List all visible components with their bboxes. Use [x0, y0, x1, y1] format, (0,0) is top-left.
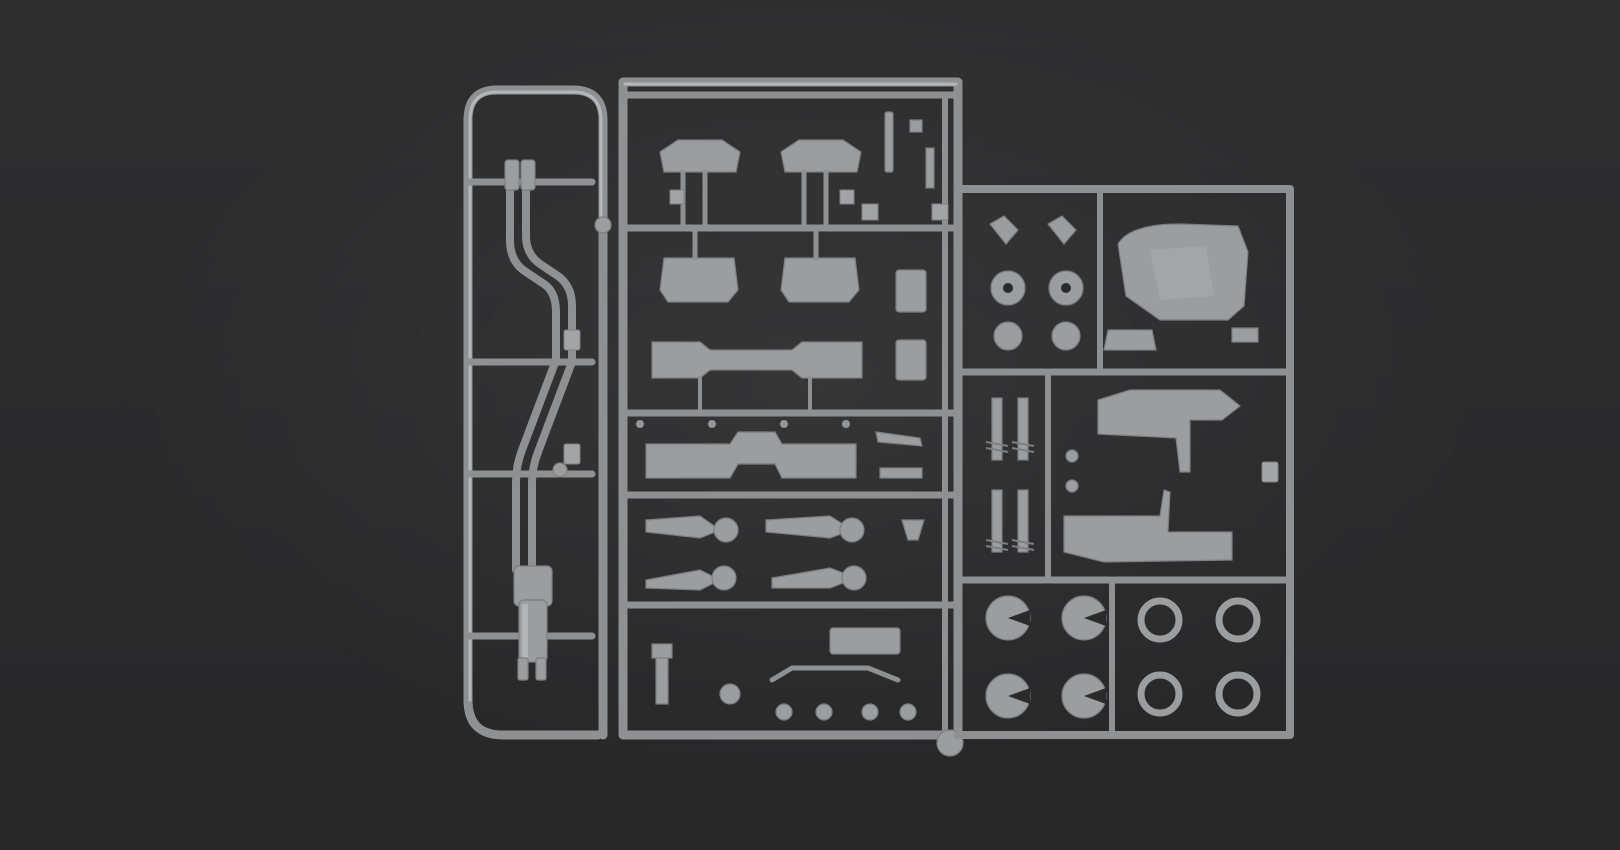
ring-parts: [1137, 597, 1261, 717]
seat-parts: [659, 139, 862, 303]
small-top-parts: [861, 111, 949, 221]
right-frame: [954, 185, 1294, 739]
row-4-parts: [645, 515, 925, 543]
row-3-parts: [636, 420, 923, 479]
hub-parts: [989, 215, 1084, 351]
spring-parts: [985, 397, 1035, 553]
disc-parts: [985, 595, 1107, 719]
center-frame: [618, 77, 963, 740]
exhaust-pipe: [504, 159, 612, 681]
fender-parts: [1063, 389, 1279, 563]
row-5-parts: [645, 565, 867, 591]
bench-part: [651, 269, 927, 415]
fuel-tank: [1103, 223, 1259, 351]
bottom-parts: [651, 627, 964, 757]
